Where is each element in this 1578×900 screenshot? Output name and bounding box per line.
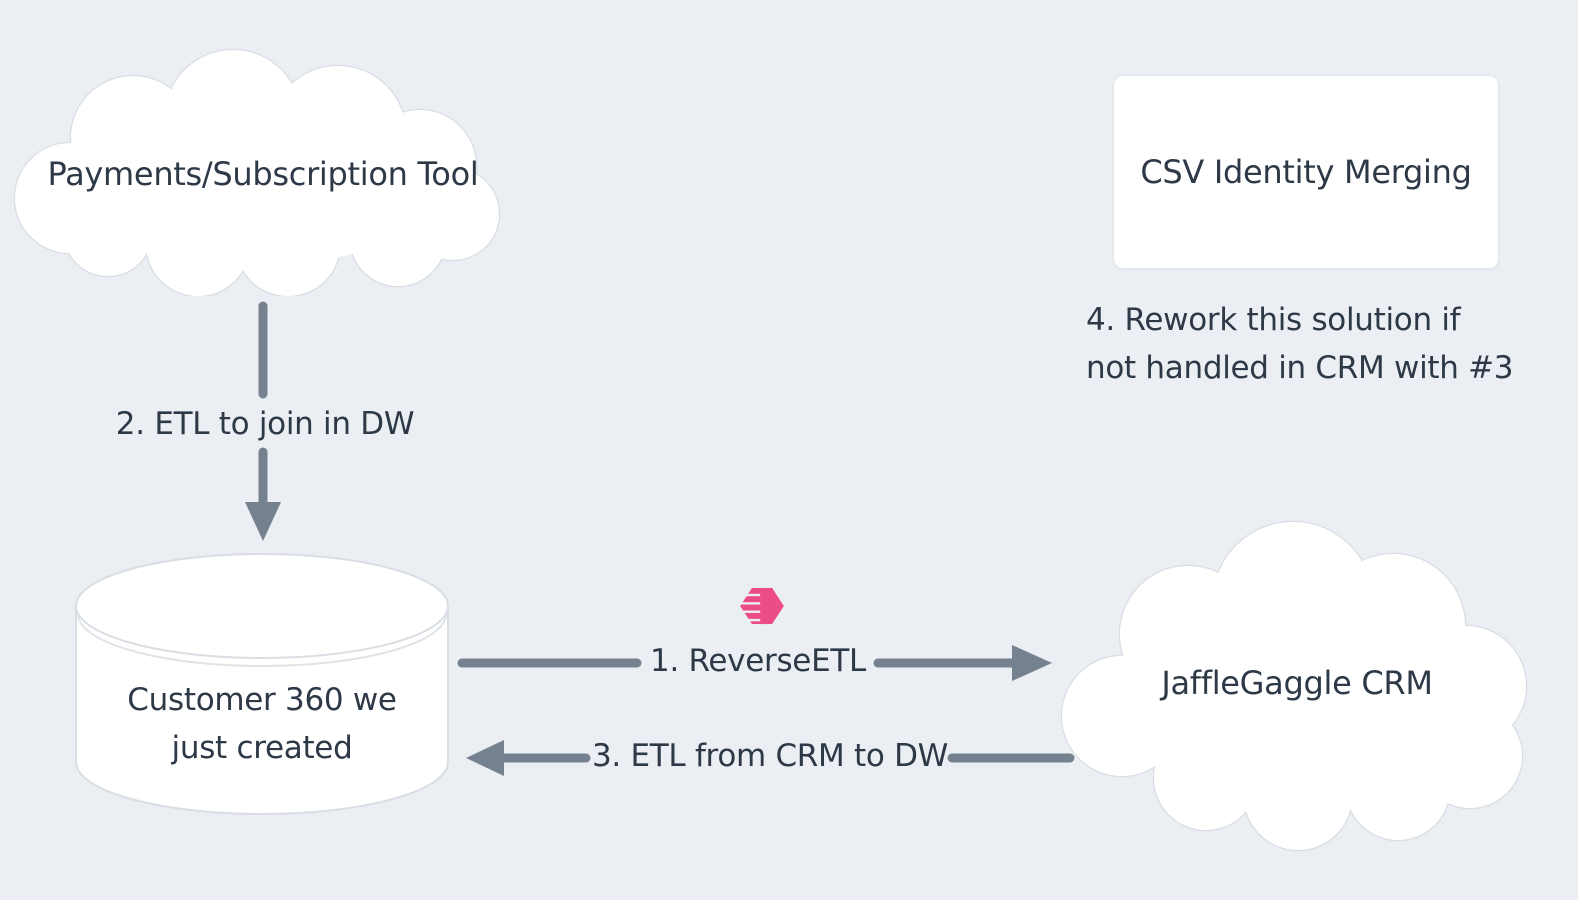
jafflegaggle-cloud-shape — [1060, 520, 1528, 852]
rework-note-line-2: not handled in CRM with #3 — [1086, 350, 1514, 386]
hightouch-logo-icon — [740, 587, 784, 625]
customer360-label-line-1: Customer 360 we — [127, 682, 397, 718]
customer360-cylinder-shape — [75, 553, 449, 815]
payments-cloud-label: Payments/Subscription Tool — [47, 155, 479, 193]
payments-cloud-shape — [13, 48, 501, 296]
csv-identity-merging-box: CSV Identity Merging — [1113, 75, 1499, 269]
rework-note-line-1: 4. Rework this solution if — [1086, 302, 1461, 338]
jafflegaggle-cloud-label: JaffleGaggle CRM — [1161, 664, 1433, 702]
customer360-label-line-2: just created — [171, 730, 353, 766]
reverse-etl-arrowhead-right — [1012, 645, 1052, 681]
rework-note: 4. Rework this solution if not handled i… — [1086, 296, 1546, 392]
etl-from-crm-edge-label: 3. ETL from CRM to DW — [591, 738, 949, 774]
customer360-label: Customer 360 we just created — [70, 676, 454, 772]
etl-join-edge-label: 2. ETL to join in DW — [115, 406, 415, 442]
etl-join-arrowhead-down — [245, 502, 281, 541]
reverse-etl-edge-label: 1. ReverseETL — [650, 643, 866, 679]
etl-from-crm-arrowhead-left — [466, 740, 504, 776]
csv-box-label: CSV Identity Merging — [1140, 153, 1472, 191]
